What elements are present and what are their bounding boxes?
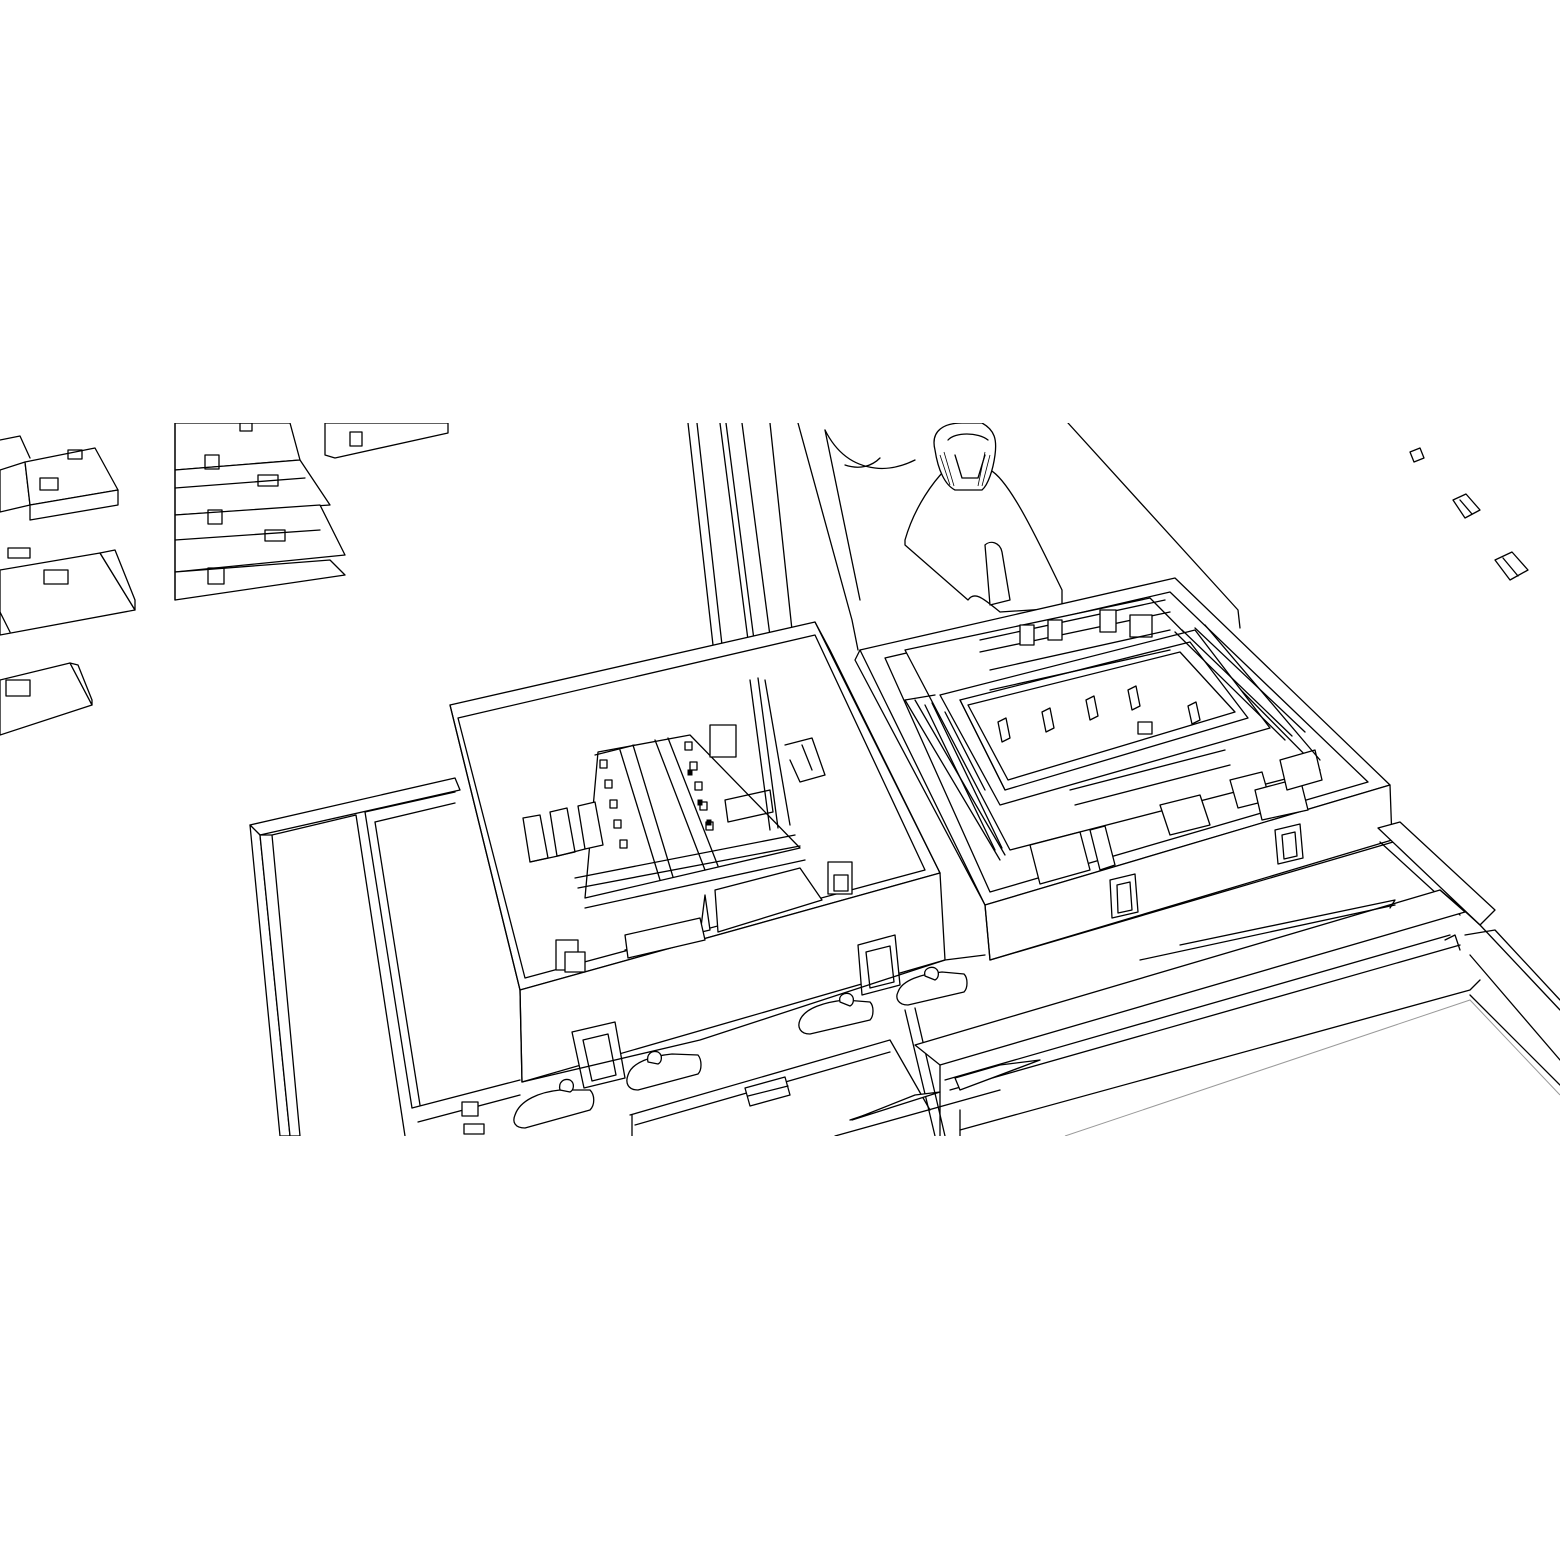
house-block xyxy=(0,662,93,736)
harbour-basin xyxy=(851,821,1560,1136)
rear-chambers xyxy=(979,599,1171,691)
hypostyle-hall xyxy=(574,677,826,909)
scattered-blocks xyxy=(1409,447,1529,581)
house-row xyxy=(174,423,346,601)
house-block xyxy=(0,435,119,521)
pillar-row xyxy=(599,741,714,849)
house-block xyxy=(0,547,136,636)
storage-blocks xyxy=(522,801,853,973)
temple-doorway[interactable] xyxy=(571,1021,626,1089)
forecourt xyxy=(521,839,1401,1136)
temple-doorway[interactable] xyxy=(1109,873,1139,919)
outer-enclosure-wall xyxy=(249,777,521,1136)
sphinx-statue xyxy=(824,423,1063,613)
temple-doorway[interactable] xyxy=(1274,823,1304,865)
small-sphinx-statue xyxy=(626,1050,702,1091)
processional-avenue xyxy=(687,423,1241,651)
inner-court xyxy=(904,597,1321,861)
temple-doorway[interactable] xyxy=(857,934,901,996)
middle-temple xyxy=(449,621,946,1089)
front-chambers xyxy=(1029,749,1323,885)
houses-upper-left xyxy=(0,423,449,736)
small-sphinx-statue xyxy=(896,966,968,1006)
sphinx-avenue xyxy=(513,966,968,1129)
right-temple xyxy=(854,577,1393,961)
house-small xyxy=(324,423,449,459)
small-sphinx-statue xyxy=(798,992,874,1035)
side-colonnade xyxy=(924,624,1321,851)
court-statues xyxy=(997,685,1201,743)
small-sphinx-statue xyxy=(513,1078,595,1129)
